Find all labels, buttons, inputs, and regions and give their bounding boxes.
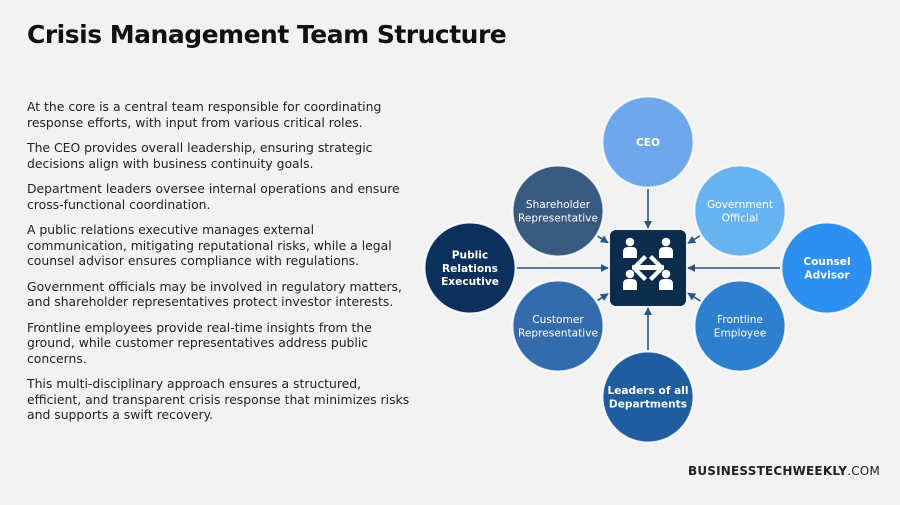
node-label: Official: [722, 212, 759, 224]
node-label: Representative: [518, 327, 598, 339]
brand-logo: BUSINESSTECHWEEKLY.COM: [688, 464, 880, 478]
node-label: Executive: [441, 276, 499, 288]
node-label: CEO: [636, 137, 660, 149]
connector-arrows: [517, 189, 780, 350]
node-label: Representative: [518, 212, 598, 224]
node-label: Employee: [714, 327, 766, 339]
role-nodes: CEOGovernmentOfficialCounselAdvisorFront…: [423, 95, 874, 444]
connector-arrow-frontline: [687, 292, 701, 302]
paragraph: Frontline employees provide real-time in…: [27, 319, 372, 366]
node-label: Leaders of all: [607, 385, 688, 397]
central-team-node: [610, 230, 686, 306]
node-label: Customer: [532, 314, 584, 326]
node-label: Counsel: [803, 256, 850, 268]
node-circle: [694, 165, 786, 257]
paragraph: This multi-disciplinary approach ensures…: [27, 376, 410, 422]
node-circle: [602, 96, 694, 188]
paragraph: The CEO provides overall leadership, ens…: [27, 140, 373, 171]
node-circle: [512, 165, 604, 257]
paragraph: At the core is a central team responsibl…: [27, 99, 382, 130]
node-label: Government: [707, 199, 773, 211]
description: At the core is a central team responsibl…: [27, 99, 412, 433]
team-structure-diagram: CEOGovernmentOfficialCounselAdvisorFront…: [423, 95, 874, 444]
paragraph: Government officials may be involved in …: [27, 278, 402, 310]
page-title: Crisis Management Team Structure: [27, 20, 507, 49]
node-label: Advisor: [804, 269, 850, 281]
node-circle: [512, 280, 604, 372]
node-label: Relations: [442, 263, 498, 275]
paragraph: A public relations executive manages ext…: [27, 222, 392, 268]
node-label: Public: [452, 250, 488, 262]
node-circle: [781, 222, 873, 314]
node-circle: [424, 222, 516, 314]
node-label: Shareholder: [526, 199, 591, 211]
brand-name: BUSINESSTECHWEEKLY: [687, 464, 848, 478]
node-circle: [694, 280, 786, 372]
connector-arrow-shareholder: [597, 235, 609, 244]
brand-suffix: .COM: [847, 464, 880, 478]
role-node-ceo: CEO: [601, 95, 695, 189]
node-label: Frontline: [717, 314, 763, 326]
node-circle: [602, 351, 694, 443]
connector-arrow-government: [687, 235, 701, 244]
paragraph: Department leaders oversee internal oper…: [27, 181, 400, 212]
node-label: Departments: [609, 398, 687, 410]
connector-arrow-customer: [597, 293, 609, 302]
team-meeting-icon: [623, 237, 673, 290]
